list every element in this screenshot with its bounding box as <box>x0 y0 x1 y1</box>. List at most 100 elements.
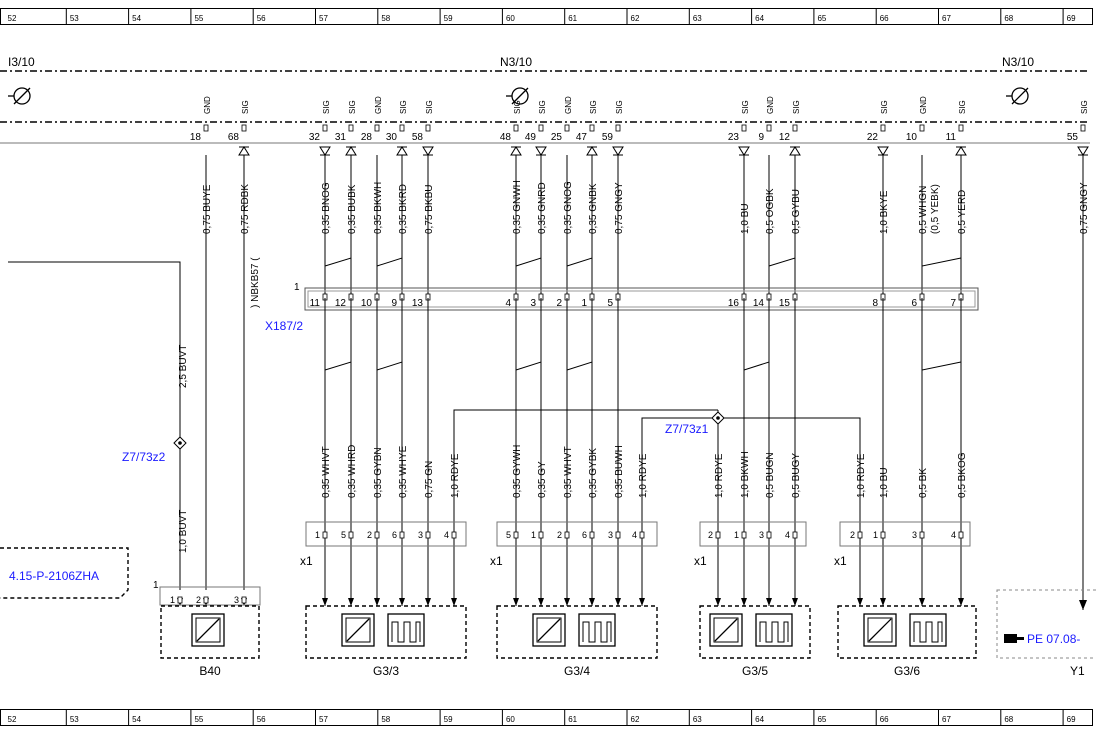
heater-symbol-icon <box>909 613 947 647</box>
ecu-pin <box>203 124 209 132</box>
reference-link-pe-07-08[interactable]: PE 07.08- <box>1027 632 1080 646</box>
x1-label-g3-6: x1 <box>834 554 847 568</box>
sensor-pin-number: 4 <box>444 530 449 540</box>
grid-number: 64 <box>755 715 764 724</box>
sensor-pin <box>203 596 209 604</box>
buvt-wire-label-upper: 2,5 BUVT <box>178 345 189 388</box>
connector-pin-number: 9 <box>391 298 397 309</box>
sensor-connector-g3-5 <box>699 521 807 547</box>
ecu-pin <box>241 124 247 132</box>
grid-number: 61 <box>568 14 577 23</box>
signal-in-arrow-icon <box>586 146 598 156</box>
b40-start-number: 1 <box>153 580 159 591</box>
signal-in-arrow-icon <box>396 146 408 156</box>
connector-pin-number: 14 <box>753 298 765 309</box>
ecu-pin-number: 10 <box>906 132 918 143</box>
twisted-pair-mark <box>566 361 593 374</box>
reference-link-4-15[interactable]: 4.15-P-2106ZHA <box>9 569 99 583</box>
wire-label: 1,0 BKWH <box>740 451 751 498</box>
sensor-pin <box>513 531 519 539</box>
arrow-down-icon <box>766 598 772 606</box>
sensor-pin-number: 2 <box>708 530 713 540</box>
connector-pin-number: 16 <box>728 298 740 309</box>
sig-tag: SIG <box>322 100 331 114</box>
signal-out-arrow-icon <box>1077 146 1089 156</box>
wire-label: 0,35 GNOG <box>563 181 574 234</box>
reference-box-left[interactable]: 4.15-P-2106ZHA <box>0 547 129 599</box>
wire-label: 0,5 BK <box>918 468 929 498</box>
processor-icon <box>8 87 31 105</box>
wire-label: 0,5 WHGN <box>918 186 929 234</box>
gnd-tag: GND <box>919 96 928 114</box>
sig-tag: SIG <box>513 100 522 114</box>
grid-number: 57 <box>319 14 328 23</box>
component-g3-4 <box>496 605 658 659</box>
sensor-pin <box>958 531 964 539</box>
grid-number: 60 <box>506 715 515 724</box>
connector-pin-number: 4 <box>505 298 511 309</box>
reference-box-right[interactable]: PE 07.08- <box>996 589 1096 659</box>
twisted-pair-mark <box>376 257 403 270</box>
sensor-pin-number: 3 <box>759 530 764 540</box>
ecu-pin-number: 47 <box>576 132 588 143</box>
processor-icon <box>1006 87 1029 105</box>
arrow-down-icon <box>792 598 798 606</box>
grid-number: 62 <box>631 715 640 724</box>
pointing-hand-icon <box>1004 634 1024 643</box>
arrow-down-icon <box>564 598 570 606</box>
grid-number: 69 <box>1067 715 1076 724</box>
ecu-pin <box>766 124 772 132</box>
sensor-pin <box>639 531 645 539</box>
sensor-pin-number: 6 <box>392 530 397 540</box>
signal-out-arrow-icon <box>738 146 750 156</box>
grid-number: 54 <box>132 14 141 23</box>
sensor-connector-g3-6 <box>839 521 971 547</box>
arrow-down-icon <box>741 598 747 606</box>
sensor-pin-number: 3 <box>608 530 613 540</box>
arrow-down-icon <box>715 598 721 606</box>
arrow-down-icon <box>451 598 457 606</box>
grid-number: 68 <box>1004 14 1013 23</box>
twisted-pair-mark <box>921 361 962 374</box>
connector-pin-number: 13 <box>412 298 424 309</box>
ecu-pin-number: 11 <box>946 132 957 143</box>
sensor-pin-number: 3 <box>912 530 917 540</box>
module-label-n3-10-a: N3/10 <box>500 55 532 69</box>
wire-label: 0,5 BUGN <box>765 452 776 498</box>
arrow-down-icon <box>399 598 405 606</box>
ecu-pin <box>513 124 519 132</box>
grid-number: 67 <box>942 14 951 23</box>
connector-pin-number: 6 <box>911 298 917 309</box>
component-g3-5 <box>699 605 811 659</box>
sensor-pin-number: 1 <box>531 530 536 540</box>
rdye-bus <box>453 409 861 530</box>
sensor-pin-number: 4 <box>951 530 956 540</box>
ecu-pin-number: 68 <box>228 132 240 143</box>
buvt-wire <box>8 261 181 590</box>
sensor-pin-number: 2 <box>196 595 201 605</box>
sensor-pin-number: 2 <box>367 530 372 540</box>
wire-label: (0,5 YEBK) <box>930 184 941 234</box>
connector-pin-number: 2 <box>556 298 562 309</box>
sig-tag: SIG <box>589 100 598 114</box>
grid-number: 65 <box>817 14 826 23</box>
grid-number: 67 <box>942 715 951 724</box>
connector-pin-number: 10 <box>361 298 373 309</box>
ecu-pin-number: 22 <box>867 132 879 143</box>
arrow-down-icon <box>425 598 431 606</box>
wire-label: 0,35 BKRD <box>398 184 409 234</box>
signal-out-arrow-icon <box>535 146 547 156</box>
arrow-down-icon <box>857 598 863 606</box>
ecu-pin <box>538 124 544 132</box>
sensor-pin-number: 1 <box>734 530 739 540</box>
wire-label: 1,0 RDYE <box>856 453 867 498</box>
component-label-g3-5: G3/5 <box>742 664 768 678</box>
connector-pin-number: 3 <box>530 298 536 309</box>
ecu-pin <box>399 124 405 132</box>
arrow-down-icon <box>348 598 354 606</box>
ecu-pin-number: 58 <box>412 132 424 143</box>
gnd-tag: GND <box>203 96 212 114</box>
grid-number: 59 <box>444 715 453 724</box>
